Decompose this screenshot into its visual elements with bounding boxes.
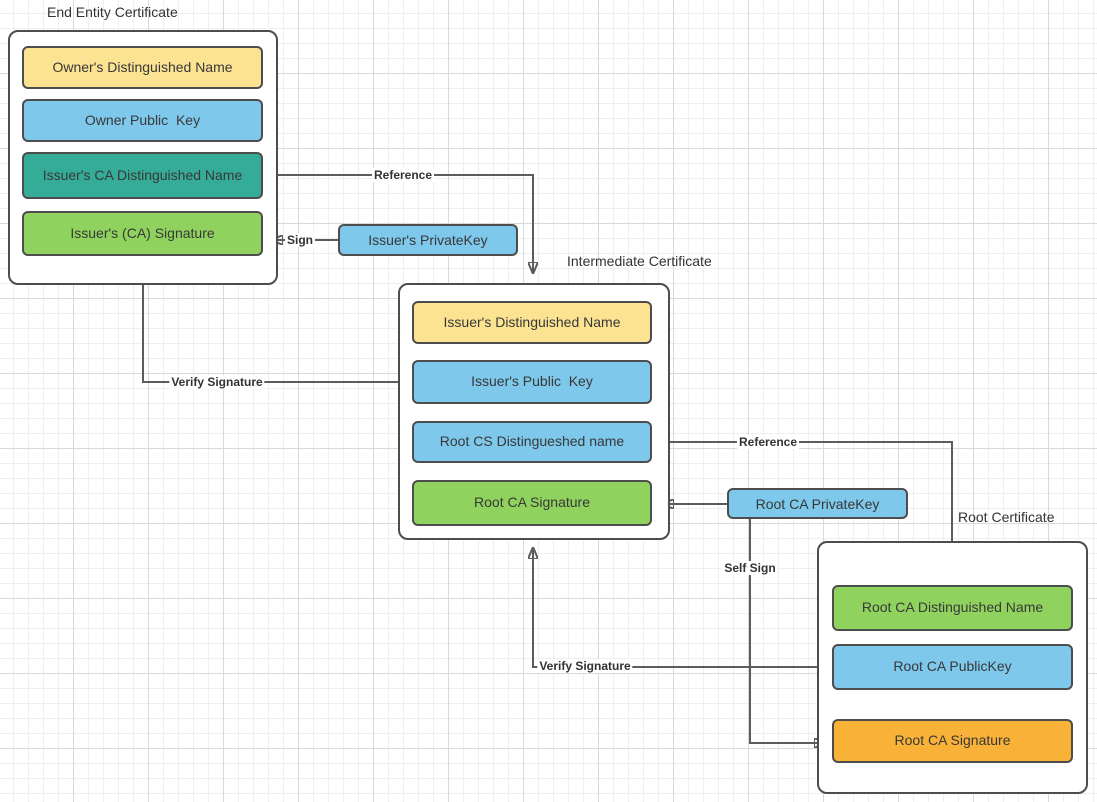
root-ca-distinguished-name-field[interactable]: Root CA Distinguished Name [832,585,1073,631]
issuers-ca-distinguished-name-field[interactable]: Issuer's CA Distinguished Name [22,152,263,199]
root-ca-privatekey-box[interactable]: Root CA PrivateKey [727,488,908,519]
field-label: Root CA Signature [474,494,590,511]
field-label: Root CS Distingueshed name [439,433,625,450]
issuers-ca-signature-field[interactable]: Issuer's (CA) Signature [22,211,263,256]
edge-verify-signature-1 [143,269,412,383]
field-label: Root CA PublicKey [893,658,1012,675]
root-ca-signature-root-field[interactable]: Root CA Signature [832,719,1073,763]
field-label: Root CA Distinguished Name [861,599,1044,616]
keybox-label: Issuer's PrivateKey [368,232,488,248]
field-label: Owner Public Key [84,111,201,128]
field-label: Owner's Distinguished Name [52,58,233,75]
issuers-distinguished-name-field[interactable]: Issuer's Distinguished Name [412,301,652,344]
field-label: Issuer's (CA) Signature [70,224,215,241]
owner-public-key-field[interactable]: Owner Public Key [22,99,263,142]
root-cs-distingueshed-name-field[interactable]: Root CS Distingueshed name [412,421,652,463]
intermediate-certificate-title: Intermediate Certificate [567,253,712,269]
keybox-label: Root CA PrivateKey [755,495,880,512]
end-entity-certificate-title: End Entity Certificate [47,4,178,20]
field-label: Issuer's Distinguished Name [443,313,621,330]
root-certificate-title: Root Certificate [958,509,1055,525]
reference-label-2: Reference [736,435,800,449]
verify-signature-label-2: Verify Signature [537,659,633,673]
root-ca-publickey-field[interactable]: Root CA PublicKey [832,644,1073,690]
root-ca-signature-intermediate-field[interactable]: Root CA Signature [412,480,652,526]
self-sign-label: Self Sign [722,561,778,575]
edge-verify-signature-2 [533,549,832,668]
edge-reference-1 [263,174,533,272]
field-label: Issuer's Public Key [471,373,593,390]
owners-distinguished-name-field[interactable]: Owner's Distinguished Name [22,46,263,89]
issuers-privatekey-box[interactable]: Issuer's PrivateKey [338,224,518,256]
verify-signature-label-1: Verify Signature [169,375,265,389]
field-label: Root CA Signature [894,732,1011,749]
sign-label: Sign [285,233,315,247]
edge-self-sign [749,519,824,743]
reference-label-1: Reference [371,168,435,182]
field-label: Issuer's CA Distinguished Name [42,166,243,183]
issuers-public-key-field[interactable]: Issuer's Public Key [412,360,652,404]
